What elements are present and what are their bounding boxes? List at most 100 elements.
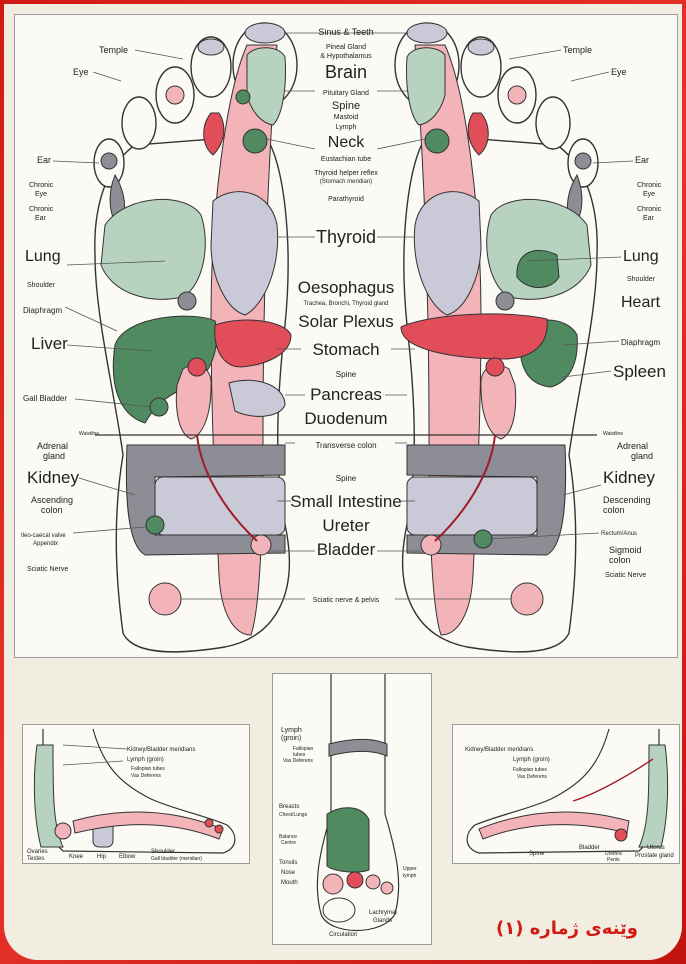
inner-side-diagram: Kidney/Bladder meridians Lymph (groin) F… — [23, 725, 249, 863]
left-label-chronic-1: Chronic — [29, 182, 54, 189]
right-label-diaphragm: Diaphragm — [621, 338, 660, 347]
label-pancreas: Pancreas — [310, 385, 382, 404]
outer-label-lymph: Lymph (groin) — [513, 757, 550, 763]
top-label-vas: Vas Deferens — [283, 758, 313, 764]
left-lung-region — [101, 199, 205, 299]
label-brain: Brain — [325, 62, 367, 82]
inner-label-knee: Knee — [69, 854, 84, 860]
left-label-eye: Eye — [73, 67, 89, 77]
label-duodenum: Duodenum — [304, 409, 387, 428]
left-label-liver: Liver — [31, 334, 68, 353]
outer-side-diagram: Kidney/Bladder meridians Lymph (groin) F… — [453, 725, 679, 863]
left-adrenal-point — [188, 358, 206, 376]
label-sinus-teeth: Sinus & Teeth — [318, 27, 373, 37]
right-label-descending: Descending — [603, 495, 651, 505]
label-bladder: Bladder — [317, 540, 376, 559]
left-label-gall-bladder: Gall Bladder — [23, 394, 67, 403]
outer-label-prostate: Prostate gland — [635, 853, 674, 859]
right-label-colon: colon — [603, 505, 625, 515]
inner-label-fallopian: Fallopian tubes — [131, 766, 165, 772]
left-sciatic-point — [149, 583, 181, 615]
label-transverse-colon: Transverse colon — [315, 441, 376, 450]
toe-4 — [381, 882, 393, 894]
left-label-gland: gland — [43, 451, 65, 461]
right-foot — [395, 23, 598, 652]
outer-bladder-point — [615, 829, 627, 841]
label-stomach-meridian: (Stomach meridian) — [320, 179, 372, 185]
outer-label-vas: Vas Deferens — [517, 774, 547, 780]
toe-3 — [366, 875, 380, 889]
left-appendix-point — [146, 516, 164, 534]
top-label-upper: Upper — [403, 866, 417, 872]
center-labels: Sinus & Teeth Pineal Gland & Hypothalamu… — [290, 27, 402, 604]
outer-label-uterus: Uterus — [647, 845, 665, 851]
label-stomach: Stomach — [312, 340, 379, 359]
right-big-toe-tip — [407, 23, 447, 43]
label-thyroid-helper: Thyroid helper reflex — [314, 170, 378, 177]
left-pituitary-point — [236, 90, 250, 104]
right-label-gland: gland — [631, 451, 653, 461]
outer-side-panel: Kidney/Bladder meridians Lymph (groin) F… — [452, 724, 680, 864]
top-label-groin: (groin) — [281, 735, 301, 742]
left-toe-2-tip — [198, 39, 224, 55]
left-shoulder-point — [178, 292, 196, 310]
toe-1 — [323, 874, 343, 894]
left-label-adrenal: Adrenal — [37, 441, 68, 451]
right-small-intestine — [407, 477, 537, 535]
inner-ovary-point — [55, 823, 71, 839]
label-pituitary-gland: Pituitary Gland — [323, 90, 369, 97]
right-sciatic-point — [511, 583, 543, 615]
outer-label-penis: Penis — [607, 857, 620, 863]
left-label-ileo-caecal: Ileo-caecal valve — [21, 533, 66, 539]
left-big-toe-tip — [245, 23, 285, 43]
label-solar-plexus: Solar Plexus — [298, 312, 393, 331]
right-label-shoulder: Shoulder — [627, 276, 656, 283]
inner-toe-point-2 — [215, 825, 223, 833]
left-label-ascending: Ascending — [31, 495, 73, 505]
outer-label-bladder: Bladder — [579, 845, 600, 851]
right-toe-4 — [536, 97, 570, 149]
label-hypothalamus: & Hypothalamus — [320, 53, 372, 60]
top-label-tonsils: Tonsils — [279, 860, 297, 866]
right-label-eye-2: Eye — [643, 191, 655, 198]
right-label-temple: Temple — [563, 45, 592, 55]
right-toe-2-tip — [468, 39, 494, 55]
right-label-spleen: Spleen — [613, 362, 666, 381]
label-small-intestine: Small Intestine — [290, 492, 402, 511]
inner-label-testes: Testes — [27, 856, 44, 862]
left-neck-point — [243, 129, 267, 153]
top-label-lachrymal: Lachrymal — [369, 910, 397, 916]
right-label-ear-2: Ear — [643, 215, 655, 222]
left-label-kidney: Kidney — [27, 468, 79, 487]
label-thyroid: Thyroid — [316, 227, 376, 247]
sole-chart: Sinus & Teeth Pineal Gland & Hypothalamu… — [15, 15, 677, 657]
top-label-glands: Glands — [373, 918, 392, 924]
top-label-chest: Chest/Lungs — [279, 812, 308, 818]
left-toe-4 — [122, 97, 156, 149]
top-label-centre: Centre — [281, 840, 296, 846]
right-label-chronic-2: Chronic — [637, 206, 662, 213]
right-label-eye: Eye — [611, 67, 627, 77]
inner-label-kidney-bladder: Kidney/Bladder meridians — [127, 747, 195, 753]
left-label-chronic-2: Chronic — [29, 206, 54, 213]
left-label-appendix: Appendix — [33, 541, 58, 547]
chest-region — [327, 808, 369, 872]
left-label-shoulder: Shoulder — [27, 282, 56, 289]
right-label-lung: Lung — [623, 248, 659, 265]
right-adrenal-point — [486, 358, 504, 376]
right-label-sigmoid: Sigmoid — [609, 545, 642, 555]
label-spine-low: Spine — [336, 474, 357, 483]
left-label-waistline: Waistline — [79, 431, 99, 437]
circulation-region — [323, 898, 355, 922]
right-label-waistline: Waistline — [603, 431, 623, 437]
toe-2 — [347, 872, 363, 888]
sole-chart-panel: Sinus & Teeth Pineal Gland & Hypothalamu… — [14, 14, 678, 658]
label-parathyroid: Parathyroid — [328, 196, 364, 203]
right-label-adrenal: Adrenal — [617, 441, 648, 451]
left-label-colon: colon — [41, 505, 63, 515]
label-mastoid: Mastoid — [334, 114, 359, 121]
label-spine-top: Spine — [332, 100, 360, 112]
left-ear-point — [101, 153, 117, 169]
left-label-sciatic: Sciatic Nerve — [27, 566, 68, 573]
left-foot — [94, 23, 297, 652]
